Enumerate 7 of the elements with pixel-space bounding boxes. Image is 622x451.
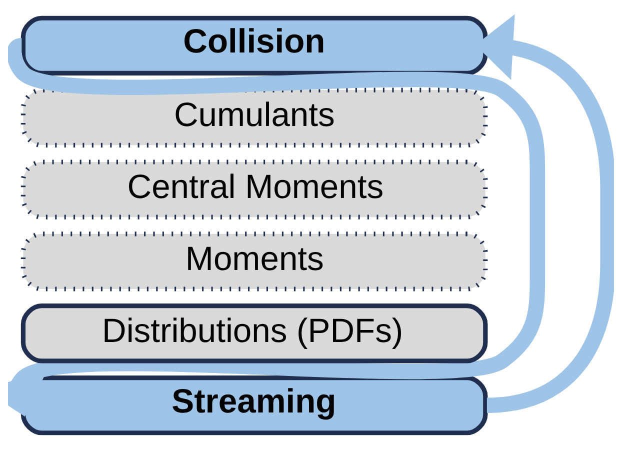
- node-box: Central Moments: [20, 160, 488, 220]
- node-box: Cumulants: [20, 88, 488, 148]
- node-box: Collision: [20, 16, 488, 76]
- node-box: Streaming: [20, 375, 488, 436]
- node-box: Moments: [20, 232, 488, 292]
- arrow: [8, 41, 546, 417]
- node-box: Distributions (PDFs): [20, 304, 488, 364]
